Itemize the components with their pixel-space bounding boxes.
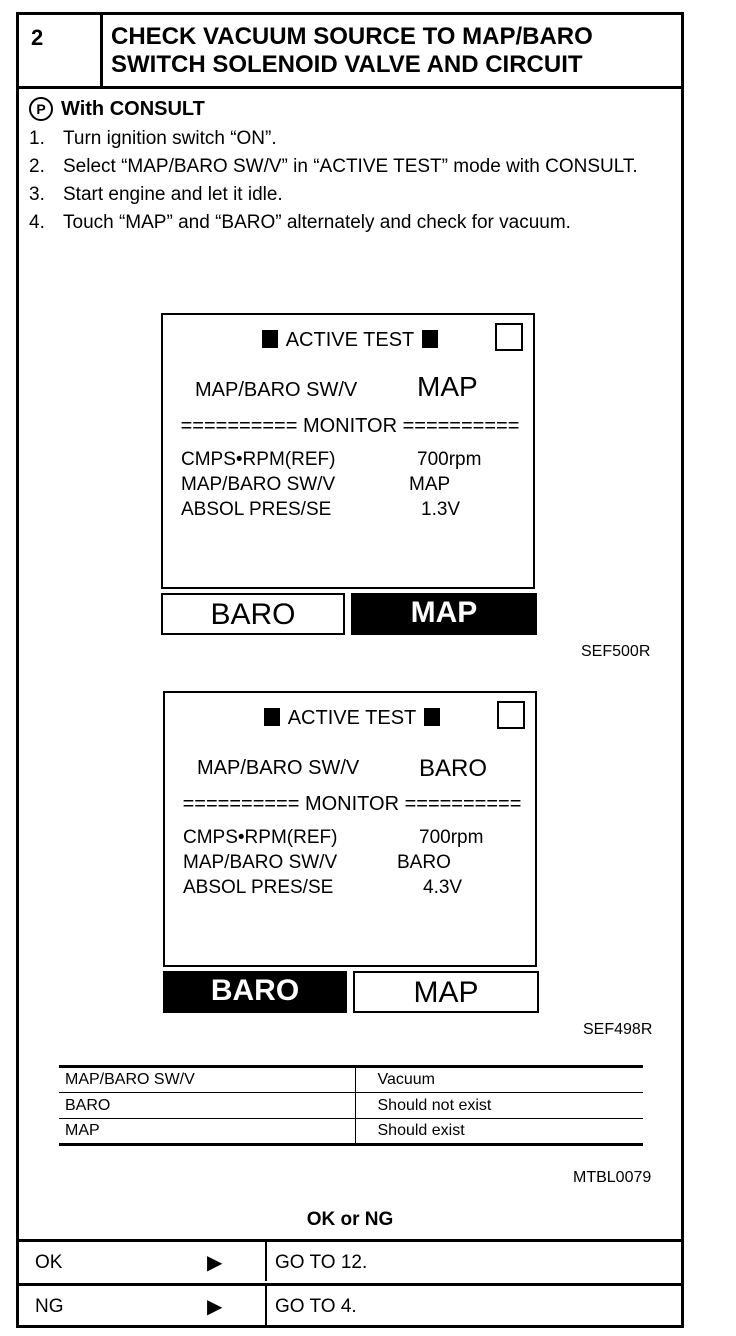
baro-button[interactable]: BARO [161,593,345,635]
test-item-label: MAP/BARO SW/V [195,379,358,401]
procedure-frame: 2 CHECK VACUUM SOURCE TO MAP/BARO SWITCH… [16,12,684,1328]
instruction-item: 3.Start engine and let it idle. [29,184,283,205]
table-code: MTBL0079 [573,1169,652,1186]
square-marker-icon [422,330,439,348]
result-row-ok[interactable]: OK ▶ GO TO 12. [19,1239,681,1281]
step-title-line2: SWITCH SOLENOID VALVE AND CIRCUIT [111,51,583,78]
play-arrow-icon: ▶ [207,1296,223,1318]
instruction-item: 4.Touch “MAP” and “BARO” alternately and… [29,212,571,233]
table-row: BARO Should not exist [59,1092,643,1119]
test-item-value: BARO [419,755,488,782]
consult-screen-map: ACTIVE TEST MAP/BARO SW/V MAP ==========… [161,313,537,637]
result-label: OK [35,1252,63,1273]
square-marker-icon [261,330,278,348]
table-row: MAP Should exist [59,1118,643,1146]
screen-display: ACTIVE TEST MAP/BARO SW/V MAP ==========… [161,313,535,589]
figure-code: SEF498R [583,1021,653,1038]
monitor-labels: CMPS•RPM(REF) MAP/BARO SW/V ABSOL PRES/S… [181,449,336,520]
instruction-item: 2.Select “MAP/BARO SW/V” in “ACTIVE TEST… [29,156,638,177]
table-header-row: MAP/BARO SW/V Vacuum [59,1065,643,1093]
vacuum-table: MAP/BARO SW/V Vacuum BARO Should not exi… [59,1065,643,1146]
result-action[interactable]: GO TO 12. [275,1252,368,1273]
step-title-line1: CHECK VACUUM SOURCE TO MAP/BARO [111,23,593,50]
result-action[interactable]: GO TO 4. [275,1296,357,1317]
monitor-labels: CMPS•RPM(REF) MAP/BARO SW/V ABSOL PRES/S… [183,827,338,898]
step-header: 2 CHECK VACUUM SOURCE TO MAP/BARO SWITCH… [19,15,681,89]
screen-checkbox[interactable] [495,323,523,351]
play-arrow-icon: ▶ [207,1252,223,1274]
screen-title: ACTIVE TEST [165,707,539,730]
consult-screen-baro: ACTIVE TEST MAP/BARO SW/V BARO =========… [163,691,539,1015]
step-title: CHECK VACUUM SOURCE TO MAP/BARO SWITCH S… [111,23,671,79]
square-marker-icon [424,708,441,726]
screen-display: ACTIVE TEST MAP/BARO SW/V BARO =========… [163,691,537,967]
instruction-list: 1.Turn ignition switch “ON”. 2.Select “M… [29,125,669,237]
result-title: OK or NG [306,1209,394,1230]
monitor-divider: ========== MONITOR ========== [182,793,522,815]
map-button[interactable]: MAP [353,971,539,1013]
consult-icon: P [29,97,53,121]
result-row-ng[interactable]: NG ▶ GO TO 4. [19,1283,681,1325]
test-item-label: MAP/BARO SW/V [197,757,360,779]
screen-title: ACTIVE TEST [163,329,537,352]
instruction-item: 1.Turn ignition switch “ON”. [29,128,277,149]
consult-label: With CONSULT [61,97,205,120]
baro-button[interactable]: BARO [163,971,347,1013]
screen-checkbox[interactable] [497,701,525,729]
test-item-value: MAP [417,371,478,402]
step-number: 2 [19,15,103,86]
map-button[interactable]: MAP [351,593,537,635]
result-label: NG [35,1296,64,1317]
figure-code: SEF500R [581,643,651,660]
monitor-divider: ========== MONITOR ========== [180,415,520,437]
monitor-values: 700rpm MAP 1.3V [409,449,482,520]
monitor-values: 700rpm BARO 4.3V [397,827,484,898]
consult-heading: P With CONSULT [29,97,205,121]
square-marker-icon [263,708,280,726]
